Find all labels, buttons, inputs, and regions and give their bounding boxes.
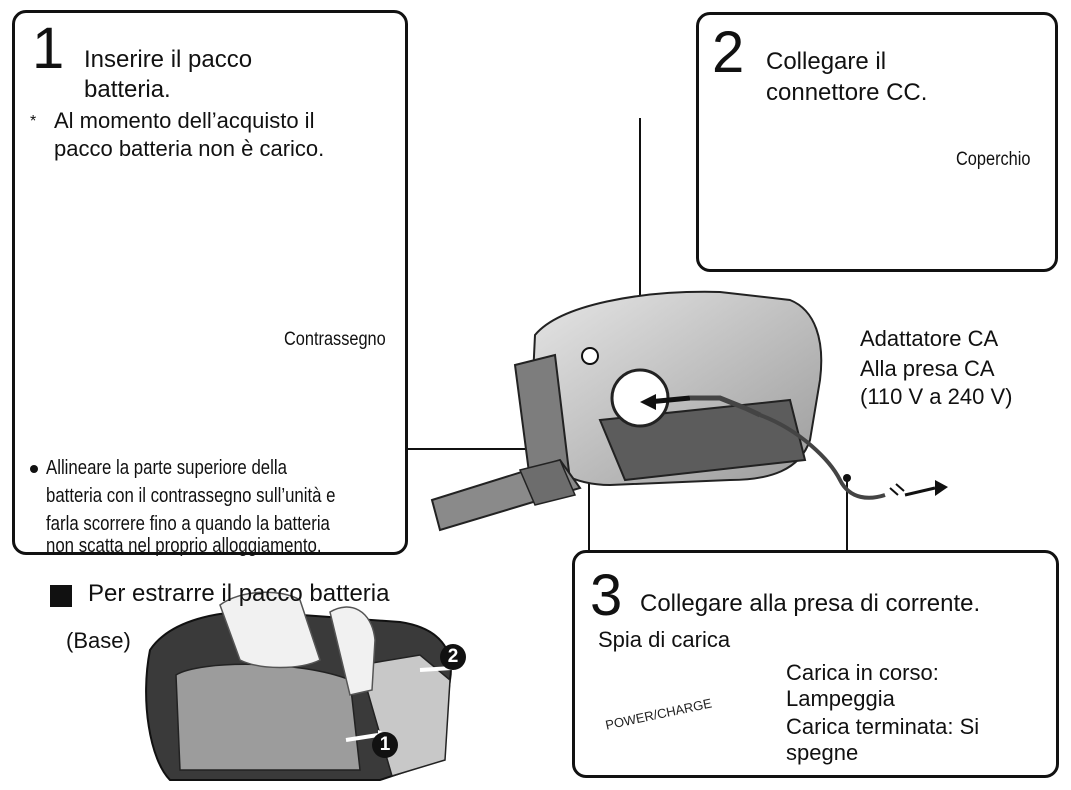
step1-box (12, 10, 408, 555)
step1-align-line2: batteria con il contrassegno sull’unità … (46, 485, 336, 507)
step3-number: 3 (590, 563, 623, 628)
step1-align-line4: non scatta nel proprio alloggiamento. (46, 535, 322, 557)
status-done: Carica terminata: Si (786, 714, 980, 739)
base-label: (Base) (66, 628, 131, 653)
adapter-line2: Alla presa CA (860, 356, 995, 381)
charge-lamp-label: Spia di carica (598, 627, 731, 652)
status-charging: Carica in corso: (786, 660, 939, 685)
step2-title-line1: Collegare il (766, 48, 887, 75)
step-badge-2: 2 (440, 644, 466, 670)
step2-number: 2 (712, 20, 745, 85)
adapter-line1: Adattatore CA (860, 326, 999, 351)
step3-box (572, 550, 1059, 778)
step2-box (696, 12, 1058, 272)
contrassegno-label: Contrassegno (284, 329, 386, 350)
remove-heading: Per estrarre il pacco batteria (88, 580, 390, 607)
adapter-line3: (110 V a 240 V) (860, 384, 1013, 409)
step1-note-marker: * (30, 113, 37, 130)
step1-note-line2: pacco batteria non è carico. (54, 136, 325, 161)
step3-title: Collegare alla presa di corrente. (640, 590, 981, 617)
status-charging-action: Lampeggia (786, 686, 895, 711)
step1-number: 1 (32, 16, 65, 81)
bullet-icon (30, 465, 38, 473)
step-badge-1: 1 (372, 732, 398, 758)
step1-align-line3: farla scorrere fino a quando la batteria (46, 513, 330, 535)
step1-title-line1: Inserire il pacco (84, 46, 253, 73)
coperchio-label: Coperchio (956, 149, 1031, 170)
camcorder-illustration (430, 290, 948, 532)
battery-remove-photo (145, 591, 464, 781)
step1-title-line2: batteria. (84, 76, 171, 103)
step1-note-line1: Al momento dell’acquisto il (54, 108, 315, 133)
status-done-action: spegne (786, 740, 859, 765)
section-square-icon (50, 585, 72, 607)
step2-title-line2: connettore CC. (766, 79, 928, 106)
step1-align-line1: Allineare la parte superiore della (46, 457, 287, 479)
